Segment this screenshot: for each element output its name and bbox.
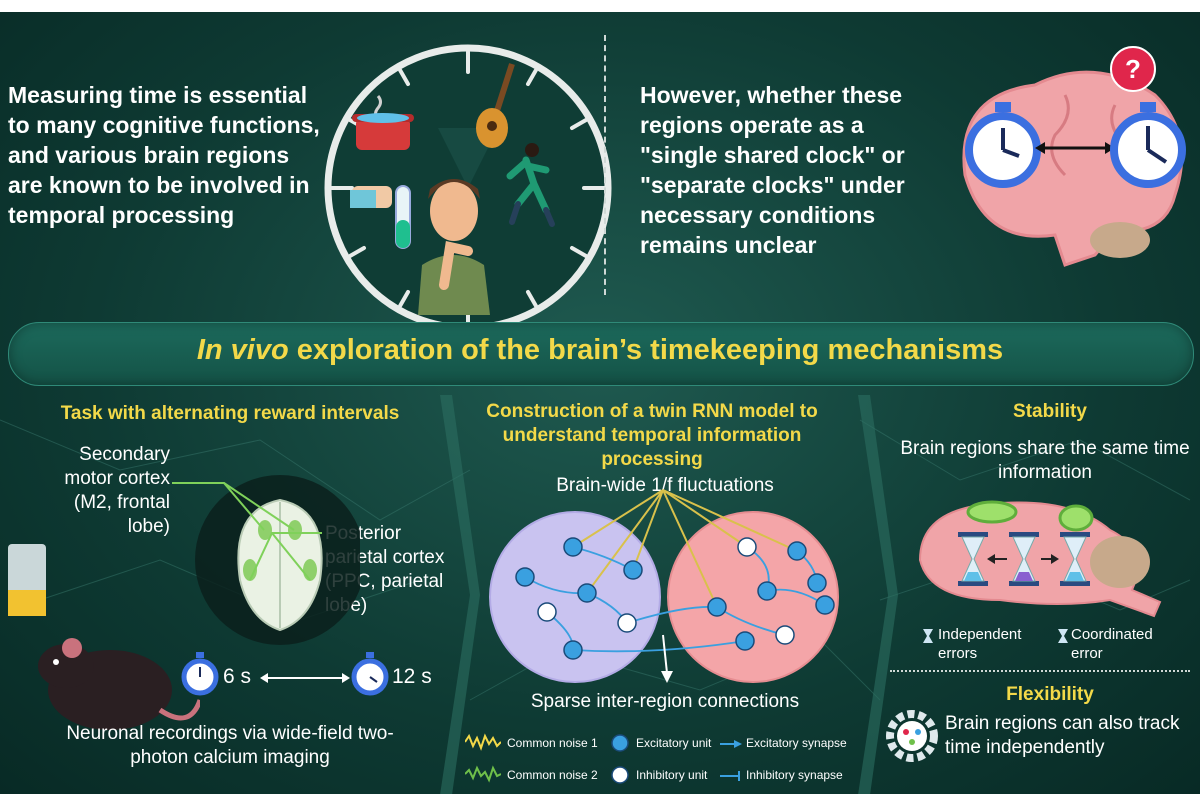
legend-noise2: Common noise 2 bbox=[507, 768, 598, 782]
runner-icon bbox=[506, 143, 555, 227]
noise1-icon bbox=[465, 733, 501, 751]
intro-text: Measuring time is essential to many cogn… bbox=[8, 82, 320, 228]
banner-title-rest: exploration of the brain’s timekeeping m… bbox=[288, 334, 1004, 366]
question-mark-label: ? bbox=[1125, 54, 1141, 84]
interval-6s: 6 s bbox=[223, 665, 252, 688]
chevron-right-icon bbox=[858, 395, 898, 794]
inhibitory-unit-icon bbox=[611, 766, 629, 784]
legend-inhibitory-unit: Inhibitory unit bbox=[636, 768, 708, 782]
stopwatch-icon bbox=[351, 652, 389, 696]
gear-icon bbox=[886, 710, 938, 762]
m2-label: Secondary motor cortex (M2, frontal lobe… bbox=[64, 444, 170, 537]
double-arrow-icon bbox=[1035, 142, 1115, 154]
question-text: However, whether these regions operate a… bbox=[640, 82, 905, 258]
coordinated-error: Coordinated error bbox=[1071, 626, 1153, 662]
legend-inhibitory-synapse: Inhibitory synapse bbox=[746, 768, 843, 782]
legend-noise1: Common noise 1 bbox=[507, 736, 598, 750]
left-panel-title: Task with alternating reward intervals bbox=[60, 403, 400, 424]
excitatory-synapse-icon bbox=[720, 740, 742, 748]
test-tube-icon bbox=[350, 185, 411, 249]
hourglass-icon bbox=[958, 532, 988, 586]
sagittal-brain-diagram bbox=[918, 500, 1162, 618]
pointer-lines bbox=[172, 482, 322, 581]
right-panel-divider bbox=[890, 670, 1190, 672]
hourglass-small-icon bbox=[923, 629, 933, 643]
hourglass-small-icon bbox=[1058, 629, 1068, 643]
legend-excitatory-unit: Excitatory unit bbox=[636, 736, 712, 750]
inhibitory-synapse-icon bbox=[720, 771, 740, 781]
excitatory-unit-icon bbox=[611, 734, 629, 752]
banner-title-italic: In vivo bbox=[196, 334, 289, 366]
stopwatch-icon bbox=[965, 102, 1041, 188]
chevron-right-icon bbox=[440, 395, 480, 794]
question-mark-icon: ? bbox=[1110, 46, 1156, 92]
mouse-icon bbox=[8, 544, 200, 730]
top-border bbox=[0, 0, 1200, 12]
connection-label: Sparse inter-region connections bbox=[530, 691, 800, 712]
divider bbox=[604, 35, 606, 295]
middle-panel-title: Construction of a twin RNN model to unde… bbox=[486, 401, 818, 470]
thinking-person bbox=[418, 179, 490, 315]
hourglass-icon bbox=[1009, 532, 1039, 586]
noise2-icon bbox=[465, 765, 501, 783]
hourglass-icon bbox=[1060, 532, 1090, 586]
stopwatch-icon bbox=[1110, 102, 1186, 188]
fluctuation-label: Brain-wide 1/f fluctuations bbox=[556, 475, 774, 496]
stability-title: Stability bbox=[1013, 401, 1087, 422]
stability-text: Brain regions share the same time inform… bbox=[900, 438, 1190, 483]
flexibility-title: Flexibility bbox=[1006, 684, 1094, 705]
twin-rnn-diagram bbox=[489, 489, 839, 683]
interval-12s: 12 s bbox=[392, 665, 432, 688]
legend-excitatory-synapse: Excitatory synapse bbox=[746, 736, 847, 750]
recording-caption: Neuronal recordings via wide-field two-p… bbox=[66, 723, 394, 768]
banner-title: In vivo exploration of the brain’s timek… bbox=[0, 334, 1200, 367]
arrows-icon bbox=[987, 554, 1059, 564]
pot-icon bbox=[352, 95, 414, 150]
stopwatch-icon bbox=[181, 652, 219, 696]
guitar-icon bbox=[476, 63, 515, 148]
section-banner bbox=[8, 322, 1194, 386]
flexibility-text: Brain regions can also track time indepe… bbox=[945, 713, 1180, 758]
independent-errors: Independent errors bbox=[938, 626, 1022, 662]
double-arrow-icon bbox=[260, 673, 350, 683]
